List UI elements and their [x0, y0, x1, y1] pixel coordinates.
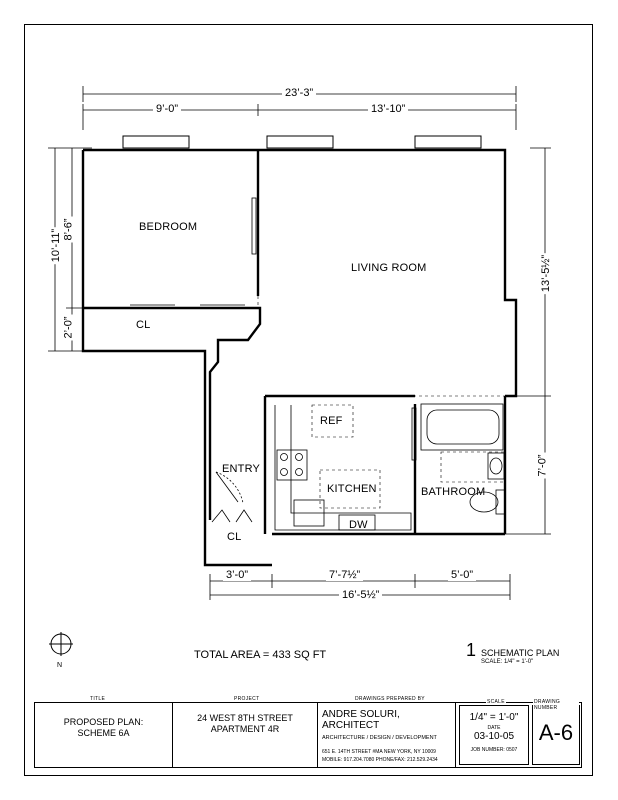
dim-bath-height: 7’-0” — [536, 452, 549, 479]
dim-left-total: 10’-11” — [50, 226, 63, 265]
dim-bottom-total: 16’-5½” — [339, 590, 383, 601]
scale-caption: SCALE — [486, 699, 506, 705]
drawing-sheet-border — [24, 24, 593, 776]
dim-bottom-bath: 5’-0” — [448, 570, 477, 581]
scale-cell: SCALE 1/4" = 1'-0" DATE 03-10-05 JOB NUM… — [459, 699, 529, 765]
schematic-title: SCHEMATIC PLAN — [481, 648, 560, 658]
dim-right-height: 13’-5½” — [540, 252, 553, 295]
north-label: N — [57, 662, 63, 669]
date-value: 03-10-05 — [473, 731, 515, 742]
project-cell: PROJECT 24 WEST 8TH STREET APARTMENT 4R — [173, 696, 318, 767]
project-caption: PROJECT — [233, 696, 261, 702]
schematic-scale: SCALE: 1/4" = 1'-0" — [481, 659, 534, 665]
architect-address: 651 E. 14TH STREET #MA NEW YORK, NY 1000… — [322, 749, 436, 755]
room-label-closet-entry: CL — [227, 531, 242, 543]
room-label-dw: DW — [349, 519, 368, 531]
project-line1: 24 WEST 8TH STREET — [197, 713, 293, 723]
north-arrow-icon: N — [47, 632, 75, 672]
drawing-number-cell: DRAWING NUMBER A-6 — [532, 699, 580, 765]
architect-cell: DRAWINGS PREPARED BY ANDRE SOLURI, ARCHI… — [318, 696, 456, 767]
windows — [122, 135, 482, 149]
title-line1: PROPOSED PLAN: — [63, 717, 144, 727]
date-caption: DATE — [487, 725, 501, 731]
room-label-living: LIVING ROOM — [351, 262, 427, 274]
architect-caption: DRAWINGS PREPARED BY — [354, 696, 426, 702]
room-label-entry: ENTRY — [222, 463, 261, 475]
title-caption: TITLE — [89, 696, 107, 702]
dim-bottom-cl: 3’-0” — [223, 570, 252, 581]
room-label-closet-top: CL — [136, 319, 151, 331]
schematic-number: 1 — [466, 640, 477, 660]
project-line2: APARTMENT 4R — [210, 724, 280, 734]
scale-value: 1/4" = 1'-0" — [469, 712, 519, 723]
dashed-lines — [257, 260, 506, 509]
kitchen-counters — [274, 405, 412, 531]
job-number: JOB NUMBER: 0507 — [470, 747, 518, 753]
drawing-number-caption: DRAWING NUMBER — [533, 699, 579, 711]
title-cell: TITLE PROPOSED PLAN: SCHEME 6A — [35, 696, 173, 767]
walls — [81, 148, 518, 567]
dim-bottom-kitchen: 7’-7½” — [326, 570, 364, 581]
dim-overall-top: 23’-3” — [282, 88, 317, 99]
doors — [130, 197, 417, 523]
title-line2: SCHEME 6A — [77, 728, 130, 738]
architect-phone: MOBILE: 917.204.7080 PHONE/FAX: 212.529.… — [322, 757, 438, 763]
drawing-number: A-6 — [538, 720, 574, 745]
dim-bedroom-depth: 8’-6” — [62, 216, 75, 243]
total-area: TOTAL AREA = 433 SQ FT — [194, 649, 327, 661]
architect-sub: ARCHITECTURE / DESIGN / DEVELOPMENT — [322, 735, 437, 741]
room-label-bathroom: BATHROOM — [421, 486, 486, 498]
bathroom-fixtures — [420, 403, 506, 515]
room-label-ref: REF — [320, 415, 343, 427]
dim-closet-depth: 2’-0” — [62, 314, 75, 341]
room-label-bedroom: BEDROOM — [139, 221, 198, 233]
dim-bedroom-width: 9’-0” — [153, 104, 182, 115]
dimension-lines — [48, 86, 551, 600]
room-label-kitchen: KITCHEN — [327, 483, 377, 495]
dim-living-width: 13’-10” — [368, 104, 409, 115]
architect-name: ANDRE SOLURI, ARCHITECT — [322, 709, 400, 731]
title-block: TITLE PROPOSED PLAN: SCHEME 6A PROJECT 2… — [34, 696, 582, 768]
